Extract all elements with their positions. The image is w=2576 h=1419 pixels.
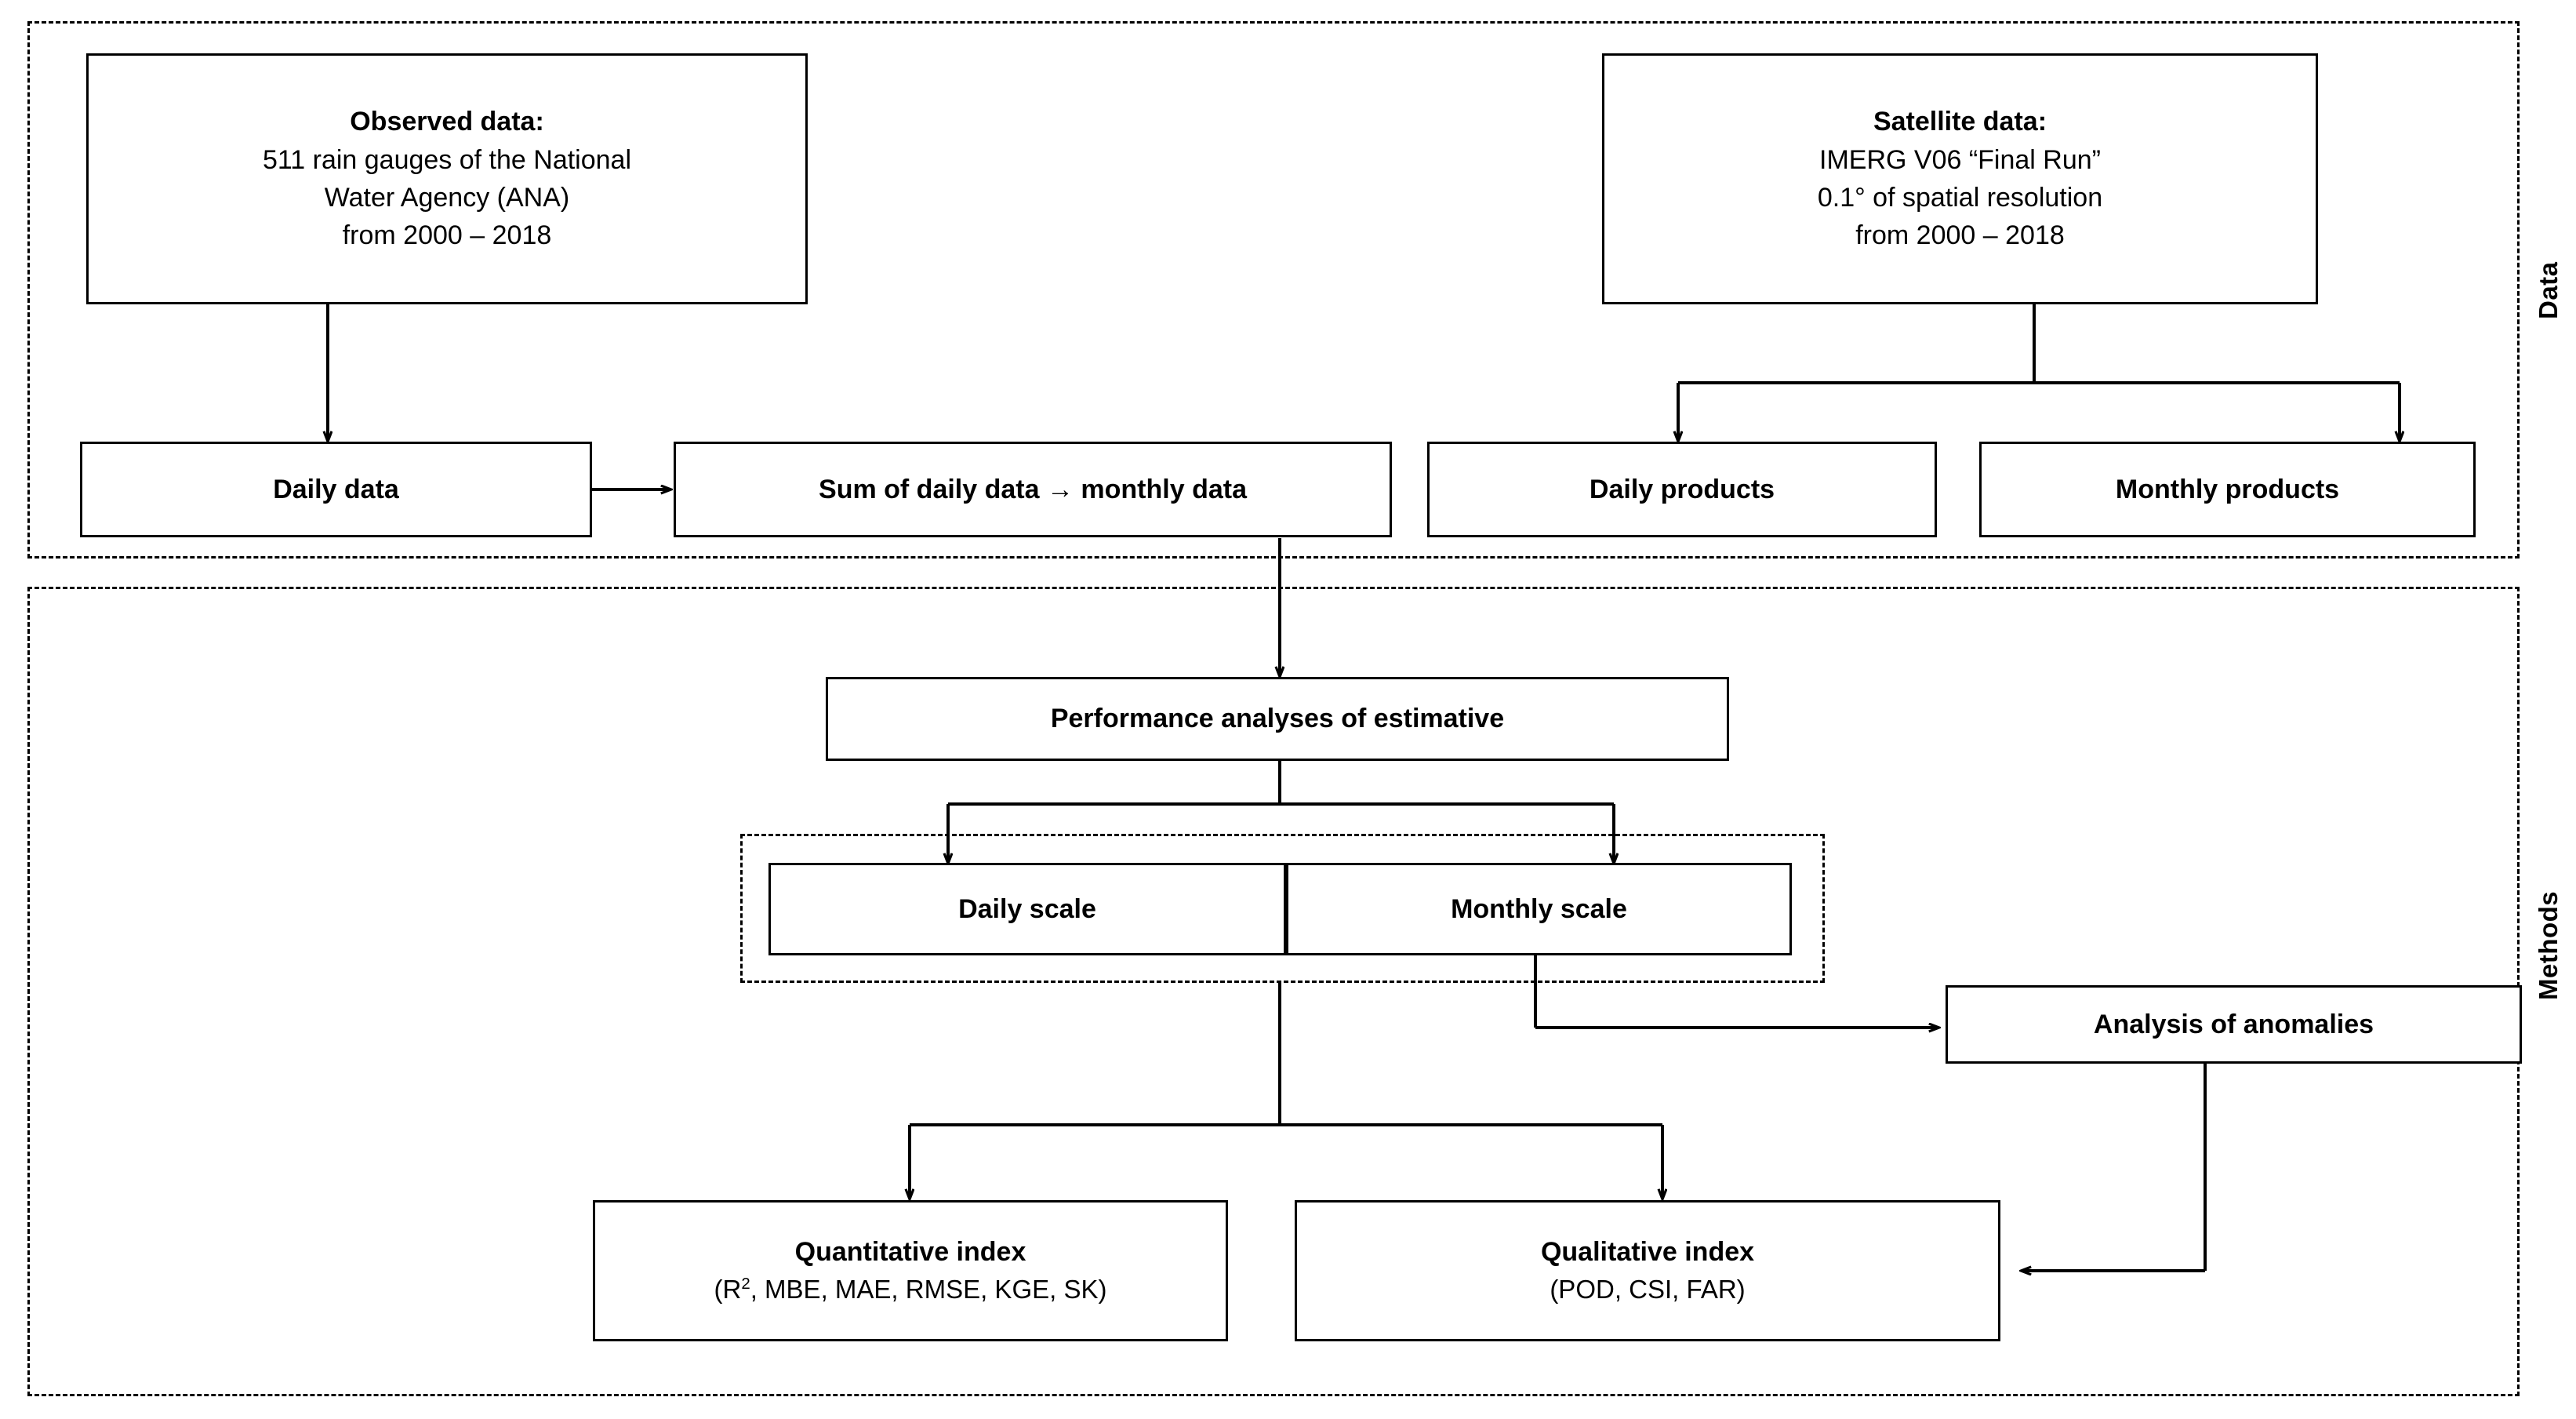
- node-observed-data[interactable]: Observed data: 511 rain gauges of the Na…: [86, 53, 808, 304]
- satellite-data-line-3: 0.1° of spatial resolution: [1817, 183, 2103, 213]
- node-daily-products-label: Daily products: [1589, 474, 1775, 504]
- node-analysis-of-anomalies[interactable]: Analysis of anomalies: [1946, 985, 2522, 1064]
- observed-data-line-1: Observed data:: [350, 107, 544, 137]
- quantitative-detail-prefix: (R: [714, 1274, 742, 1304]
- observed-data-line-2: 511 rain gauges of the National: [262, 144, 632, 175]
- group-container-data: [27, 21, 2520, 559]
- node-daily-scale[interactable]: Daily scale: [768, 863, 1286, 955]
- node-monthly-scale-label: Monthly scale: [1451, 893, 1627, 924]
- satellite-data-line-2: IMERG V06 “Final Run”: [1819, 144, 2101, 175]
- node-performance-analyses-label: Performance analyses of estimative: [1050, 704, 1505, 734]
- node-performance-analyses[interactable]: Performance analyses of estimative: [826, 677, 1729, 761]
- satellite-data-line-4: from 2000 – 2018: [1855, 220, 2065, 251]
- node-sum-daily-data[interactable]: Sum of daily data → monthly data: [674, 442, 1392, 537]
- observed-data-line-4: from 2000 – 2018: [342, 220, 552, 251]
- node-monthly-products[interactable]: Monthly products: [1979, 442, 2476, 537]
- quantitative-detail-rest: , MBE, MAE, RMSE, KGE, SK): [750, 1274, 1107, 1304]
- node-sum-daily-data-label: Sum of daily data → monthly data: [819, 474, 1247, 504]
- quantitative-detail-superscript: 2: [741, 1274, 750, 1293]
- node-qualitative-index-title: Qualitative index: [1540, 1237, 1755, 1268]
- node-monthly-products-label: Monthly products: [2115, 474, 2340, 504]
- group-label-methods: Methods: [2534, 890, 2563, 1000]
- node-daily-data[interactable]: Daily data: [80, 442, 592, 537]
- node-daily-data-label: Daily data: [273, 474, 399, 504]
- observed-data-line-3: Water Agency (ANA): [324, 183, 570, 213]
- node-daily-scale-label: Daily scale: [958, 893, 1096, 924]
- group-container-scales: [740, 834, 1825, 983]
- node-quantitative-index-detail: (R2, MBE, MAE, RMSE, KGE, SK): [714, 1272, 1107, 1308]
- node-quantitative-index-title: Quantitative index: [794, 1237, 1026, 1268]
- node-quantitative-index[interactable]: Quantitative index (R2, MBE, MAE, RMSE, …: [593, 1200, 1228, 1341]
- group-label-data: Data: [2534, 261, 2563, 319]
- satellite-data-line-1: Satellite data:: [1873, 107, 2047, 137]
- node-analysis-of-anomalies-label: Analysis of anomalies: [2093, 1009, 2374, 1039]
- node-qualitative-index-detail: (POD, CSI, FAR): [1550, 1274, 1746, 1304]
- node-monthly-scale[interactable]: Monthly scale: [1286, 863, 1792, 955]
- node-qualitative-index[interactable]: Qualitative index (POD, CSI, FAR): [1295, 1200, 2000, 1341]
- node-satellite-data[interactable]: Satellite data: IMERG V06 “Final Run” 0.…: [1602, 53, 2318, 304]
- node-daily-products[interactable]: Daily products: [1427, 442, 1937, 537]
